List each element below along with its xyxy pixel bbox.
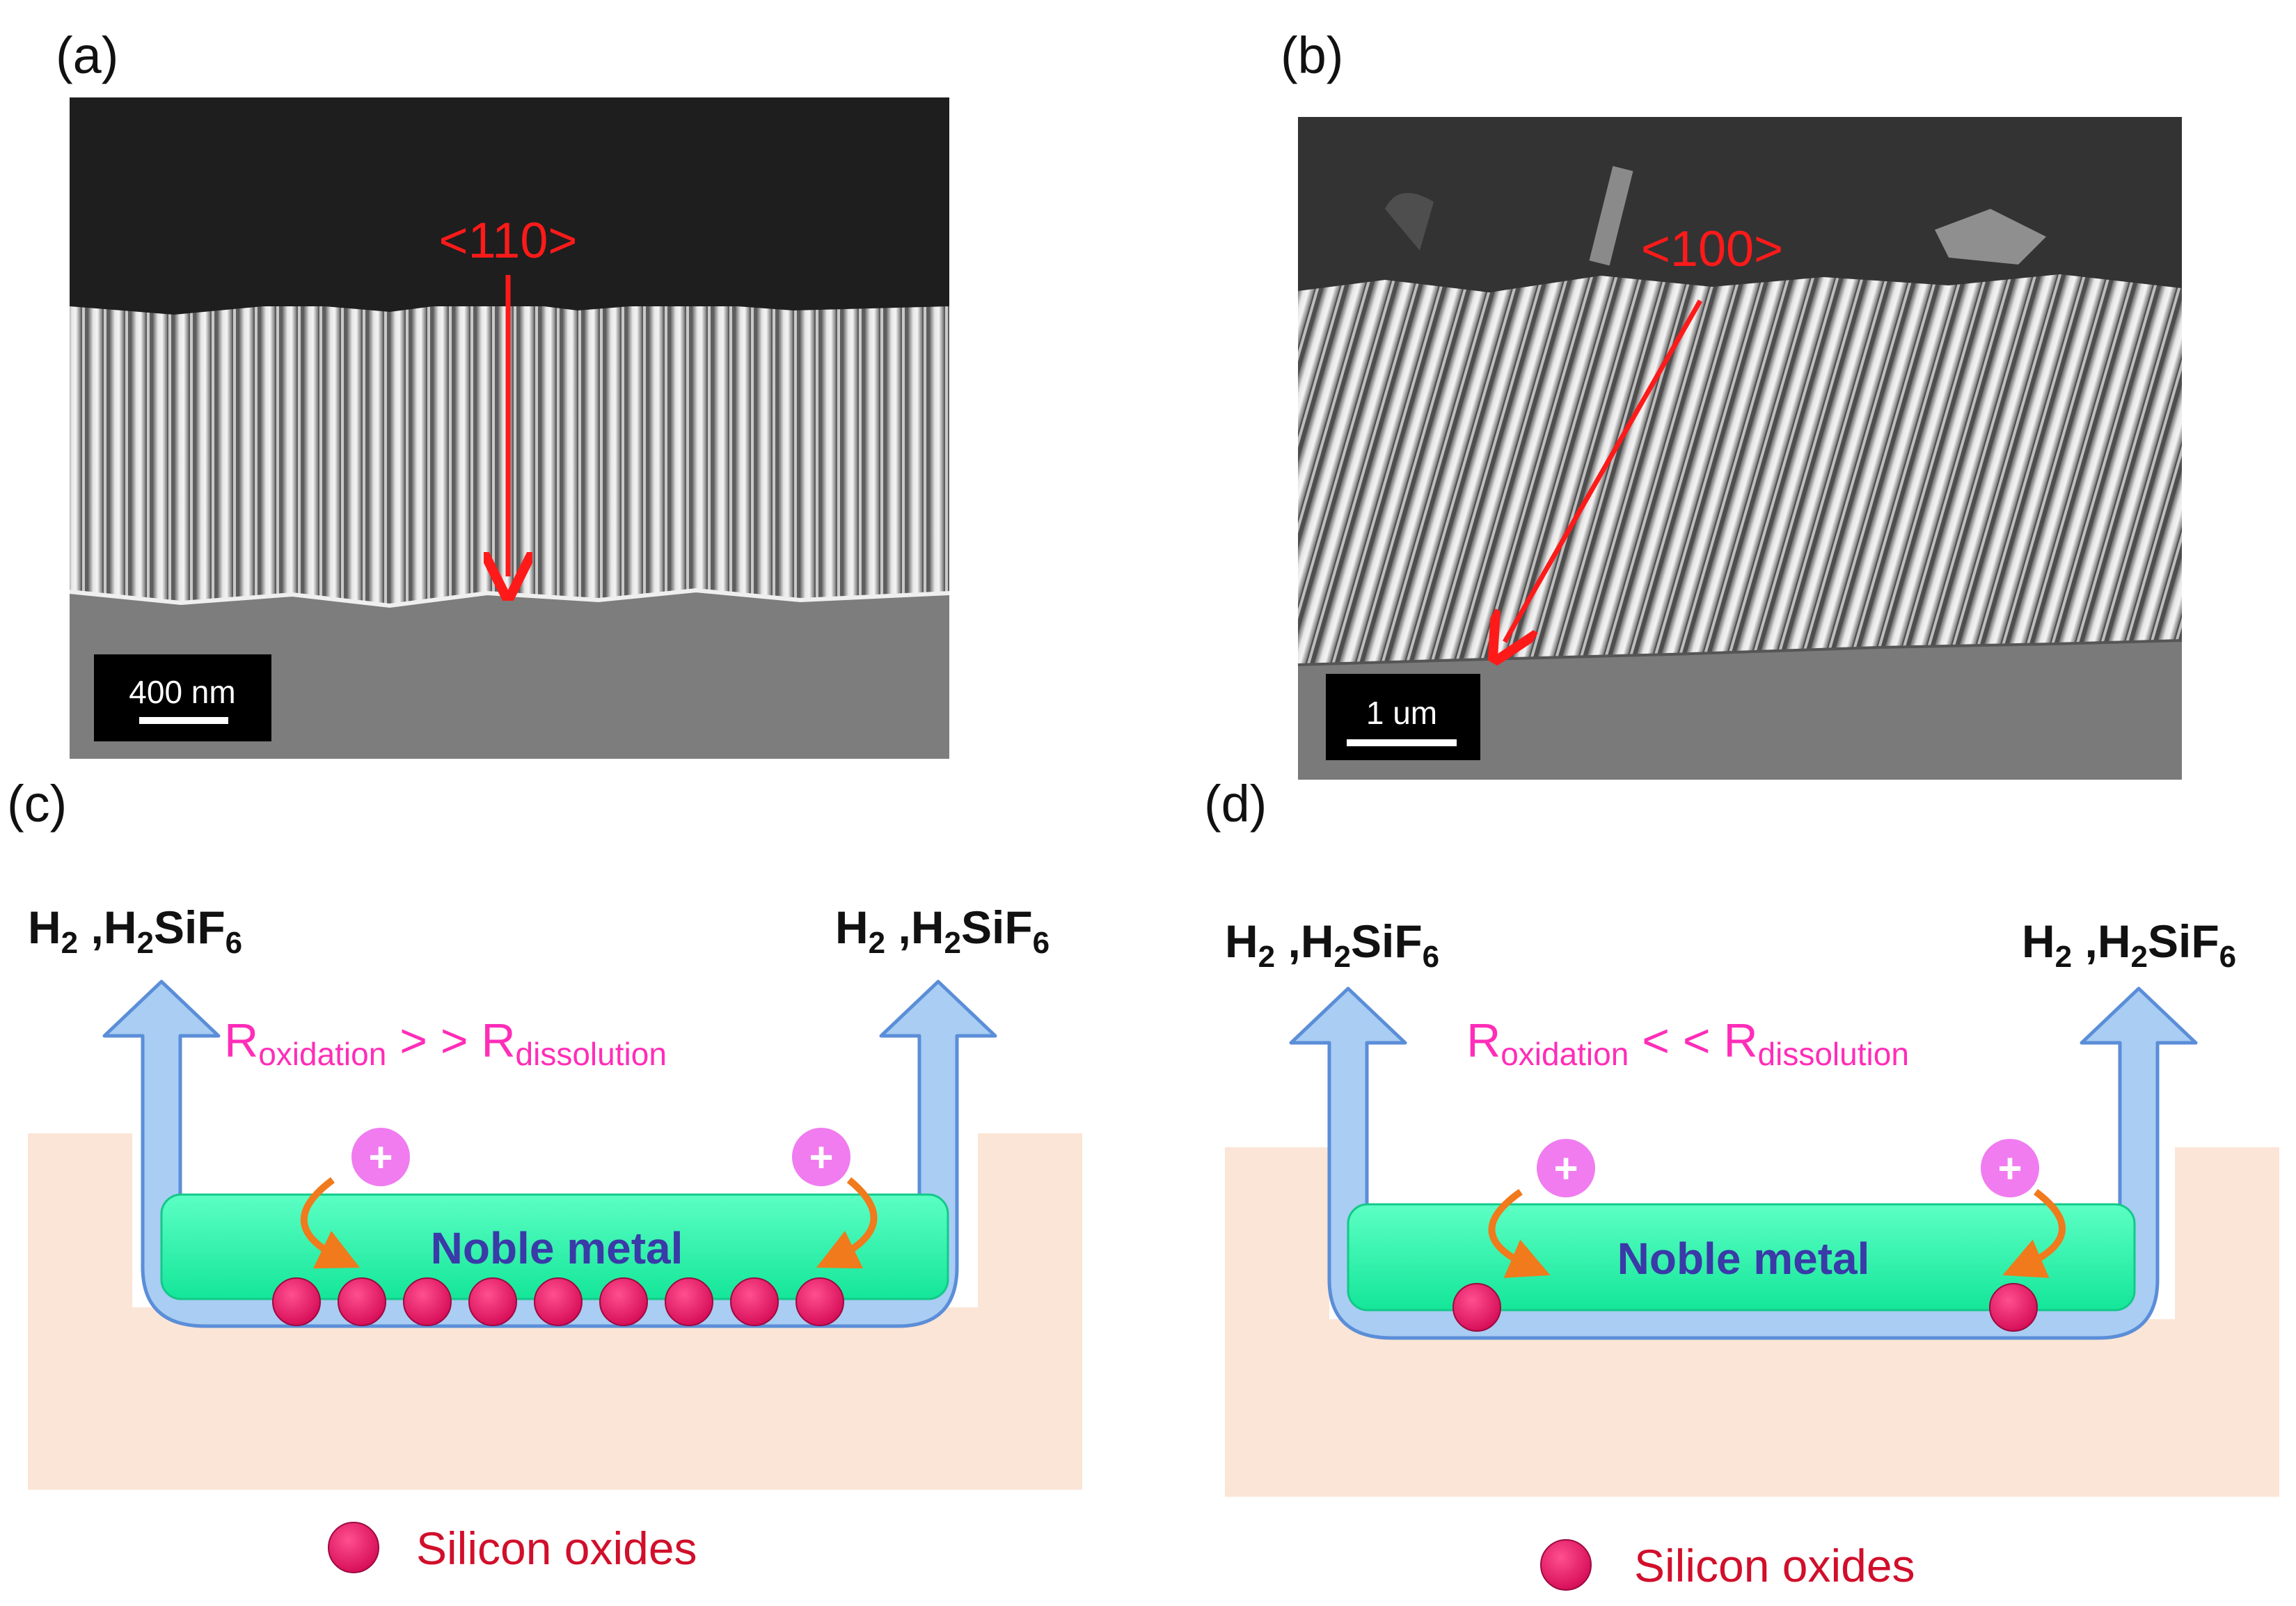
hole-left-symbol-c: + (368, 1134, 393, 1181)
legend-oxide-marker-d (1540, 1539, 1592, 1591)
panel-c-label: (c) (7, 775, 67, 833)
hole-injection-arrow-right-d (2002, 1188, 2066, 1278)
hole-left-c (351, 1128, 410, 1186)
silicon-oxide-particle (795, 1277, 844, 1326)
scale-bar-a-label: 400 nm (129, 674, 235, 710)
noble-metal-label-c: Noble metal (431, 1223, 683, 1273)
hole-right-symbol-c: + (809, 1134, 833, 1181)
noble-metal-label-d: Noble metal (1617, 1234, 1870, 1284)
rate-relation-c: Roxidation > > Rdissolution (224, 1014, 667, 1072)
silicon-oxide-particle (338, 1277, 386, 1326)
silicon-oxide-particle (534, 1277, 583, 1326)
direction-arrow-b (1505, 299, 1703, 642)
silicon-oxide-particle (468, 1277, 517, 1326)
rate-relation-d: Roxidation < < Rdissolution (1466, 1014, 1909, 1072)
direction-label-b: <100> (1641, 221, 1783, 277)
legend-oxide-marker-c (328, 1522, 379, 1573)
hole-right-symbol-d: + (1997, 1145, 2022, 1192)
panel-d: (d) H2 ,H2SiF6 H2 ,H2SiF6 Roxidation < <… (1204, 775, 2279, 1591)
silicon-oxide-particle (730, 1277, 779, 1326)
noble-metal-d (1347, 1203, 2136, 1312)
hole-right-d (1981, 1139, 2039, 1197)
legend-label-c: Silicon oxides (416, 1522, 697, 1574)
silicon-oxide-particle (1452, 1283, 1501, 1332)
hole-injection-arrow-left-c (301, 1176, 361, 1269)
silicon-oxide-particle (272, 1277, 321, 1326)
gas-products-left-c: H2 ,H2SiF6 (28, 902, 242, 960)
panel-b-label: (b) (1281, 26, 1343, 84)
gas-products-right-d: H2 ,H2SiF6 (2022, 915, 2236, 974)
sem-image-a: 400 nm <110> (69, 97, 950, 759)
silicon-oxide-particle (403, 1277, 452, 1326)
gas-products-right-c: H2 ,H2SiF6 (835, 902, 1050, 960)
hole-injection-arrow-right-c (816, 1177, 878, 1269)
panel-a: (a) 400 nm <110> (56, 26, 950, 759)
hole-left-symbol-d: + (1553, 1145, 1578, 1192)
panel-d-label: (d) (1204, 775, 1267, 833)
silicon-oxide-particle (665, 1277, 713, 1326)
panel-b: (b) 1 um <100> (1281, 26, 2183, 780)
hole-right-c (792, 1128, 850, 1186)
panel-c: (c) H2 ,H2SiF6 H2 ,H2SiF6 Roxidation > >… (7, 775, 1082, 1574)
scale-bar-b-label: 1 um (1366, 695, 1437, 731)
silicon-oxide-particle (1989, 1283, 2038, 1332)
silicon-oxides-row-c (272, 1277, 844, 1326)
hole-injection-arrow-left-d (1488, 1188, 1551, 1278)
panel-a-label: (a) (56, 26, 118, 84)
silicon-oxide-particle (599, 1277, 648, 1326)
hole-left-d (1537, 1139, 1595, 1197)
legend-label-d: Silicon oxides (1634, 1540, 1915, 1591)
sem-image-b: 1 um <100> (1297, 117, 2183, 780)
silicon-oxides-row-d (1452, 1283, 2038, 1332)
direction-label-a: <110> (439, 213, 578, 269)
gas-products-left-d: H2 ,H2SiF6 (1225, 915, 1439, 974)
